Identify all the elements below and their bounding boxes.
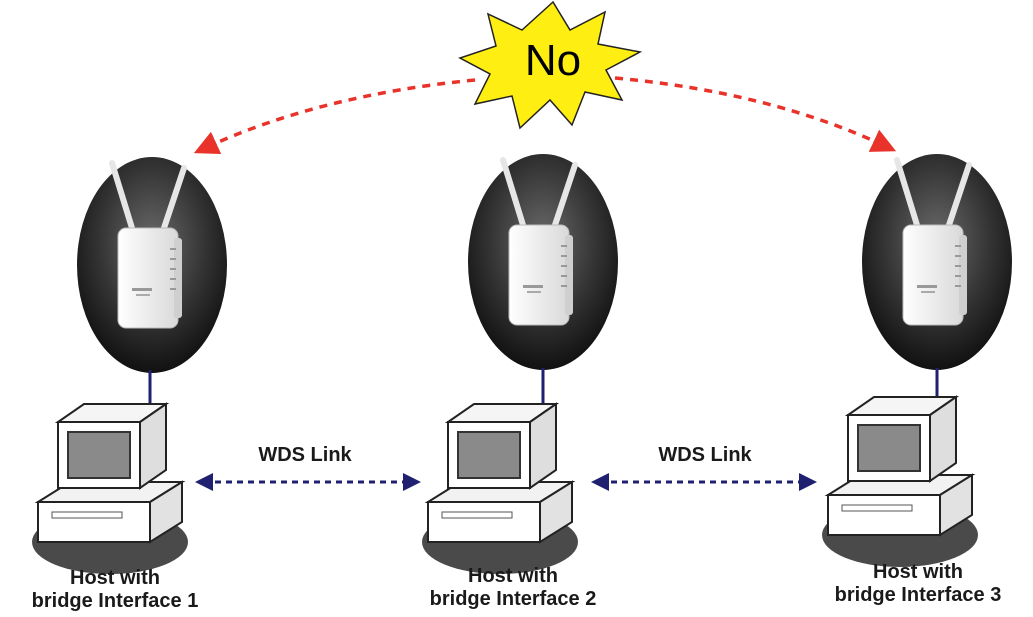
wds-link-label-2: WDS Link: [658, 444, 752, 466]
access-point-1: [77, 157, 227, 373]
host-pc-1: [31, 403, 189, 575]
no-link-arrow-left: [193, 78, 476, 155]
access-point-3: [862, 154, 1012, 370]
host-label-3-line2: bridge Interface 3: [834, 584, 1002, 606]
host-label-1-line2: bridge Interface 1: [31, 590, 199, 612]
host-label-3: Host with bridge Interface 3: [803, 561, 1033, 607]
host-label-2: Host with bridge Interface 2: [398, 565, 628, 611]
host-label-3-line1: Host with: [873, 561, 963, 583]
host-label-2-line2: bridge Interface 2: [429, 588, 597, 610]
host-pc-3: [821, 396, 979, 568]
access-point-2: [468, 154, 618, 370]
host-label-1-line1: Host with: [70, 567, 160, 589]
no-label: No: [524, 36, 582, 85]
host-pc-2: [421, 403, 579, 575]
no-link-arrow-right: [614, 76, 897, 152]
no-starburst: [458, 0, 643, 130]
host-label-2-line1: Host with: [468, 565, 558, 587]
host-label-1: Host with bridge Interface 1: [0, 567, 230, 613]
wds-link-label-1: WDS Link: [258, 444, 352, 466]
